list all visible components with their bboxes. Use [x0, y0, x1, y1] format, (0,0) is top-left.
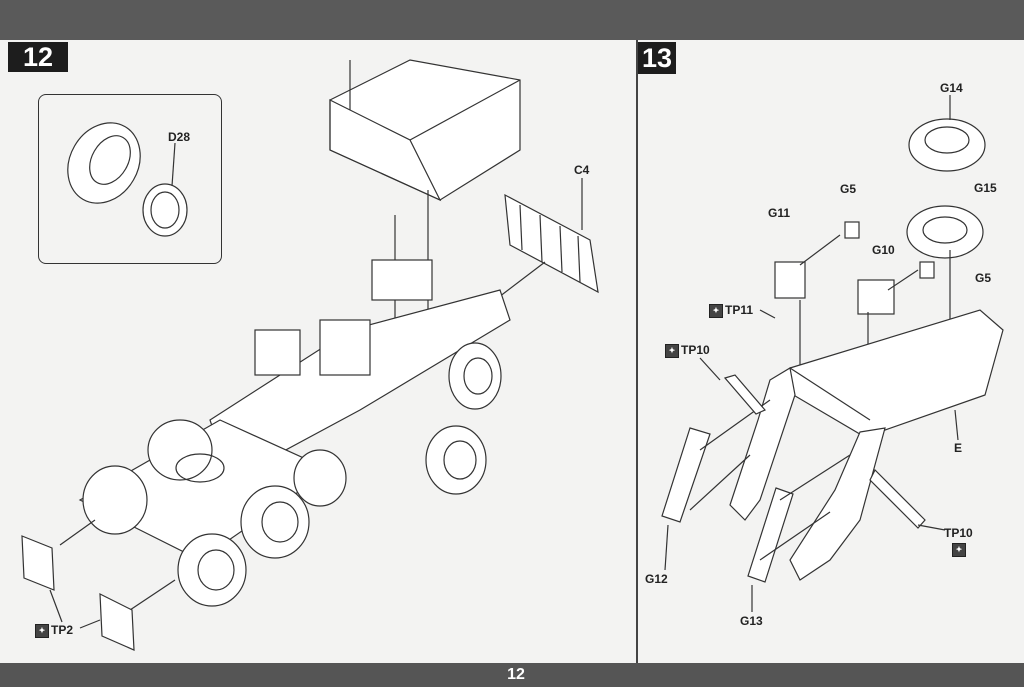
step-number-13: 13: [638, 42, 676, 74]
part-label-g15: G15: [974, 181, 997, 195]
tp10-text: TP10: [681, 343, 710, 357]
part-label-g5-lower: G5: [975, 271, 992, 285]
part-label-tp2: ✦TP2: [35, 623, 73, 638]
tp11-text: TP11: [725, 303, 754, 317]
chassis-drawing: [59, 259, 511, 611]
step-number-12: 12: [8, 42, 68, 72]
inset-tire-drawing: [67, 122, 188, 237]
part-label-g5-upper: G5: [840, 182, 857, 196]
photo-etch-icon: ✦: [665, 343, 679, 358]
part-label-d28: D28: [168, 130, 191, 144]
photo-etch-icon: ✦: [35, 623, 49, 638]
photo-etch-icon: ✦: [709, 303, 723, 318]
step-divider: [636, 40, 638, 663]
g12-g13-drawing: [661, 309, 946, 612]
part-label-tp10-left: ✦TP10: [665, 343, 710, 358]
frame-e-drawing: [729, 309, 1004, 581]
part-label-g10: G10: [872, 243, 895, 257]
d28-detail-inset: [38, 94, 222, 264]
part-label-g11: G11: [768, 206, 791, 220]
step13-small-parts-drawing: [774, 221, 951, 415]
part-label-tp10-right: TP10: [944, 526, 973, 540]
c4-part-drawing: [494, 178, 599, 301]
bottom-banner: [0, 663, 1024, 687]
part-label-e: E: [954, 441, 963, 455]
top-banner: [0, 0, 1024, 40]
tp2-plates-drawing: [21, 535, 135, 651]
part-label-g14: G14: [940, 81, 963, 95]
step13-tires-drawing: [906, 95, 986, 259]
photo-etch-icon: ✦: [952, 542, 968, 557]
part-label-c4: C4: [574, 163, 590, 177]
page-number: 12: [507, 666, 525, 683]
tp2-text: TP2: [51, 623, 74, 637]
part-label-g13: G13: [740, 614, 763, 628]
part-label-tp11: ✦TP11: [709, 303, 753, 318]
part-label-g12: G12: [645, 572, 668, 586]
